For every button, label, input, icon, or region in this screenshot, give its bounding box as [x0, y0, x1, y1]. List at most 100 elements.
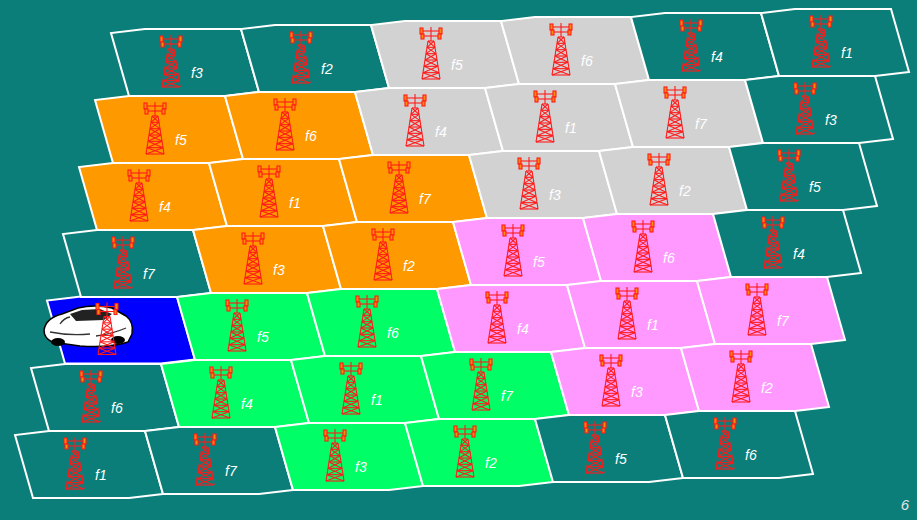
- tower-strut: [360, 303, 374, 304]
- tower-strut: [637, 253, 650, 259]
- tower-strut: [375, 231, 391, 232]
- tower-strut: [764, 267, 782, 268]
- tower-strut: [684, 52, 697, 58]
- tower-strut: [296, 57, 307, 63]
- tower-strut: [212, 411, 229, 417]
- tower-strut: [622, 313, 633, 319]
- tower-strut: [669, 112, 680, 118]
- tower-strut: [588, 460, 603, 466]
- tower-strut: [85, 403, 98, 409]
- antenna-box: [471, 365, 474, 370]
- antenna-box: [82, 444, 85, 449]
- tower-strut: [656, 167, 663, 173]
- tower-strut: [343, 401, 358, 407]
- tower-strut: [246, 271, 261, 277]
- tower-strut: [234, 313, 241, 319]
- cell-hexagon-shape: [713, 210, 861, 277]
- tower-strut: [687, 39, 696, 45]
- antenna-box: [780, 223, 783, 228]
- tower-strut: [88, 384, 95, 390]
- tower-strut: [163, 38, 179, 39]
- tower-strut: [509, 244, 518, 250]
- tower-strut: [214, 374, 228, 375]
- tower-strut: [375, 267, 390, 273]
- tower-strut: [768, 242, 779, 248]
- tower-strut: [801, 96, 808, 102]
- tower-strut: [350, 362, 351, 376]
- antenna-box: [388, 162, 391, 168]
- antenna-box: [600, 355, 603, 361]
- cell-hexagon: f2: [323, 222, 471, 289]
- antenna-box: [245, 300, 248, 306]
- tower-strut: [813, 60, 830, 66]
- tower-strut: [716, 468, 734, 469]
- tower-strut: [508, 250, 519, 256]
- tower-strut: [115, 239, 131, 240]
- tower-strut: [361, 321, 372, 327]
- antenna-box: [635, 288, 638, 294]
- antenna-box: [648, 154, 651, 160]
- cell-hexagon: f3: [745, 76, 893, 143]
- antenna-box: [358, 369, 361, 374]
- tower-icon: [112, 236, 134, 288]
- tower-strut: [553, 62, 568, 68]
- tower-strut: [230, 307, 244, 308]
- cell-hexagon: f2: [681, 344, 829, 411]
- tower-strut: [198, 466, 211, 472]
- tower-icon: [600, 354, 622, 406]
- tower-strut: [377, 261, 390, 267]
- tower-strut: [86, 396, 97, 402]
- tower-strut: [588, 429, 602, 430]
- tower-strut: [602, 405, 620, 406]
- tower-strut: [753, 297, 760, 303]
- tower-strut: [640, 234, 647, 240]
- tower-strut: [620, 295, 634, 296]
- cell-hexagon-shape: [145, 427, 293, 494]
- tower-strut: [204, 433, 205, 447]
- antenna-box: [65, 444, 68, 449]
- tower-strut: [788, 149, 789, 163]
- tower-strut: [375, 273, 392, 279]
- tower-strut: [103, 323, 112, 329]
- tower-icon: [160, 35, 182, 87]
- antenna-box: [649, 160, 652, 165]
- antenna-box: [210, 367, 213, 373]
- tower-strut: [376, 236, 390, 237]
- tower-strut: [512, 224, 513, 238]
- tower-strut: [765, 255, 780, 261]
- antenna-box: [391, 229, 394, 235]
- cell-hexagon: f5: [535, 415, 683, 482]
- tower-strut: [277, 137, 292, 143]
- antenna-box: [763, 223, 766, 228]
- antenna-box: [80, 371, 83, 377]
- tower-strut: [82, 421, 100, 422]
- tower-strut: [603, 393, 618, 399]
- tower-strut: [683, 58, 698, 64]
- tower-strut: [331, 449, 340, 455]
- tower-strut: [374, 279, 392, 280]
- tower-strut: [396, 175, 403, 181]
- frequency-label: f7: [225, 463, 237, 479]
- tower-strut: [684, 27, 698, 28]
- tower-strut: [414, 94, 415, 108]
- tower-strut: [167, 49, 174, 55]
- antenna-box: [797, 150, 800, 156]
- antenna-box: [145, 109, 148, 114]
- car-icon: [44, 306, 132, 347]
- tower-strut: [749, 328, 766, 334]
- tower-strut: [104, 317, 111, 323]
- cell-hexagon-shape: [599, 147, 747, 214]
- antenna-box: [83, 438, 86, 444]
- tower-strut: [685, 45, 696, 51]
- tower-strut: [674, 86, 675, 100]
- tower-strut: [346, 388, 357, 394]
- tower-strut: [737, 370, 746, 376]
- tower-strut: [217, 380, 224, 386]
- tower-strut: [423, 66, 438, 72]
- antenna-box: [714, 418, 717, 424]
- cell-hexagon: f5: [453, 218, 601, 285]
- tower-strut: [261, 204, 276, 210]
- antenna-box: [276, 172, 279, 177]
- cell-hexagon-shape: [209, 159, 357, 226]
- cell-outline: [615, 80, 763, 147]
